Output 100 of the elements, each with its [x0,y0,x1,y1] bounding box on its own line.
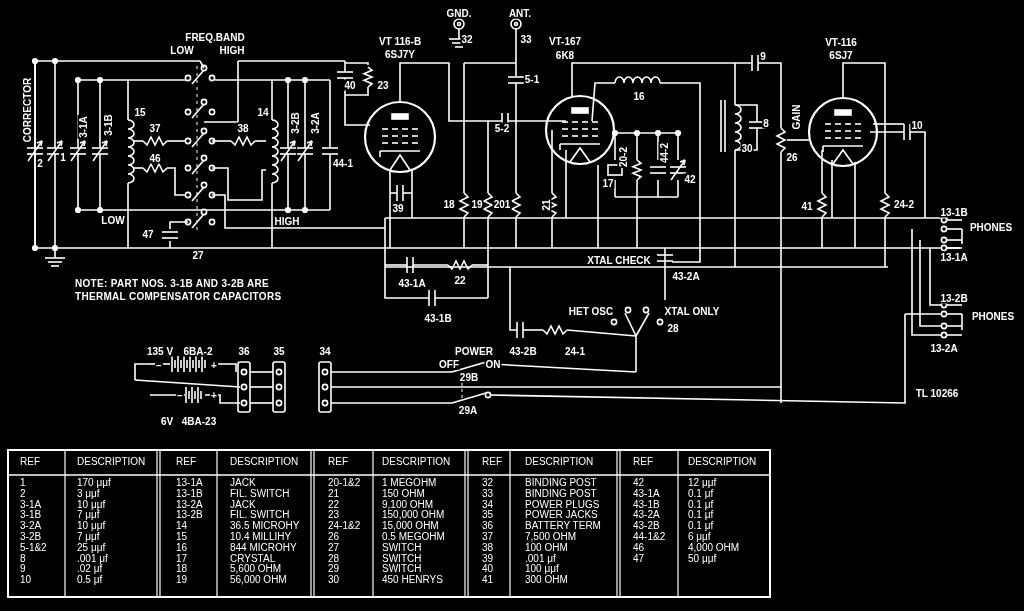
component-label: 16 [632,90,646,102]
component-label: 13-1A [939,251,969,263]
component-label: 3-1A [77,115,89,139]
table-cell: .02 μf [77,564,103,576]
table-cell: 0.1 μf [688,521,714,532]
table-header: REF [176,457,196,468]
table-cell-text: 35 [482,510,494,521]
table-cell: 3-2B [20,532,42,543]
component-label: 5-2 [493,122,511,134]
component-label: LOW [100,214,126,226]
component-label: PHONES [970,310,1016,322]
component-label: VT-167 [547,35,583,47]
table-cell: FIL. SWITCH [230,488,290,500]
component-label: FREQ.BAND [184,31,246,43]
table-cell: 3-2A [20,521,42,532]
table-cell: 5-1&2 [20,542,47,554]
table-cell: 7,500 OHM [525,532,577,543]
table-cell: 30 [328,575,340,586]
component-label: 6SJ7Y [384,48,416,60]
table-cell-text: 9,100 OHM [382,499,434,510]
table-cell: 32 [482,478,494,489]
table-cell: 7 μμf [77,532,100,543]
table-cell-text: POWER JACKS [525,510,598,521]
component-label: POWER [454,345,494,357]
table-cell-text: 13-2A [176,499,203,510]
table-cell: 46 [633,542,645,554]
component-label: 36 [237,345,251,357]
component-label: 43-2A [671,270,701,282]
table-cell-text: 9 [20,564,26,575]
component-label: 27 [191,249,205,261]
table-cell: 100 OHM [525,542,568,554]
table-cell: 2 [20,488,26,500]
table-cell: 150 OHM [382,488,425,500]
table-cell: 0.5 μf [77,575,103,586]
component-label: ANT. [507,7,533,19]
table-cell-text: 5,600 OHM [230,564,282,575]
table-cell: 0.5 MEGOHM [382,532,445,543]
component-label: 46 [148,152,162,164]
component-label: CORRECTOR [21,76,33,144]
table-header: DESCRIPTION [525,457,594,468]
table-cell: 6 μμf [688,532,711,543]
table-cell: 0.1 μf [688,499,714,511]
table-cell: 44-1&2 [633,532,666,543]
table-cell-text: 17 [176,553,188,564]
table-cell: 14 [176,521,188,532]
table-cell: 36 [482,521,494,532]
table-cell: 100 μμf [525,564,559,576]
table-cell: 1 [20,478,26,489]
table-cell-text: CRYSTAL [230,553,276,564]
component-label: 15 [133,106,147,118]
table-cell-text: 43-1B [633,499,660,510]
table-cell-text: 150,000 OHM [382,510,445,521]
component-label: 30 [740,142,754,154]
table-cell: 47 [633,553,645,565]
component-label: 19 [470,198,484,210]
component-label: 17 [601,177,615,189]
component-label: 42 [683,173,697,185]
component-label: GND. [445,7,473,19]
component-label: 3-2A [309,111,321,135]
component-label: 44-2 [658,142,670,164]
component-label: HET OSC [567,305,615,317]
table-cell: 36.5 MICROHY [230,521,300,532]
component-label: 2 [36,157,44,169]
component-label: ON [484,358,502,370]
table-cell: 844 MICROHY [230,542,297,554]
table-cell-text: 40 [482,564,494,575]
component-label: 135 V [145,345,175,357]
table-cell: 10 μμf [77,499,106,511]
component-label: 33 [519,33,533,45]
table-header: DESCRIPTION [382,457,451,468]
component-label: 6V [159,415,175,427]
table-cell: 15 [176,532,188,543]
component-label: VT 116-B [377,35,423,47]
component-label: 39 [391,202,405,214]
table-cell: SWITCH [382,542,422,554]
component-label: 22 [453,274,467,286]
component-label: 29B [458,371,480,383]
table-cell: 12 μμf [688,478,717,489]
component-label: 10 [910,119,924,131]
component-label: PHONES [968,221,1014,233]
component-label: + [210,359,218,371]
component-label: 9 [759,50,767,62]
table-cell: 56,000 OHM [230,575,287,586]
table-cell: 41 [482,575,494,586]
component-label: 13-1B [939,206,969,218]
component-label: 14 [256,106,270,118]
table-cell: 170 μμf [77,478,111,489]
table-cell-text: 28 [328,553,340,564]
component-label: VT-116 [824,36,858,48]
table-cell-text: 13-2B [176,510,203,521]
table-cell: BATTERY TERM [525,521,601,532]
table-cell: 42 [633,478,645,489]
component-label: 34 [318,345,332,357]
table-cell: 50 μμf [688,553,717,565]
component-label: + [210,389,218,401]
table-cell: 19 [176,575,188,586]
table-cell-text: 18 [176,564,188,575]
component-label: 5-1 [523,73,541,85]
table-cell-text: 29 [328,564,340,575]
component-label: 40 [343,79,357,91]
